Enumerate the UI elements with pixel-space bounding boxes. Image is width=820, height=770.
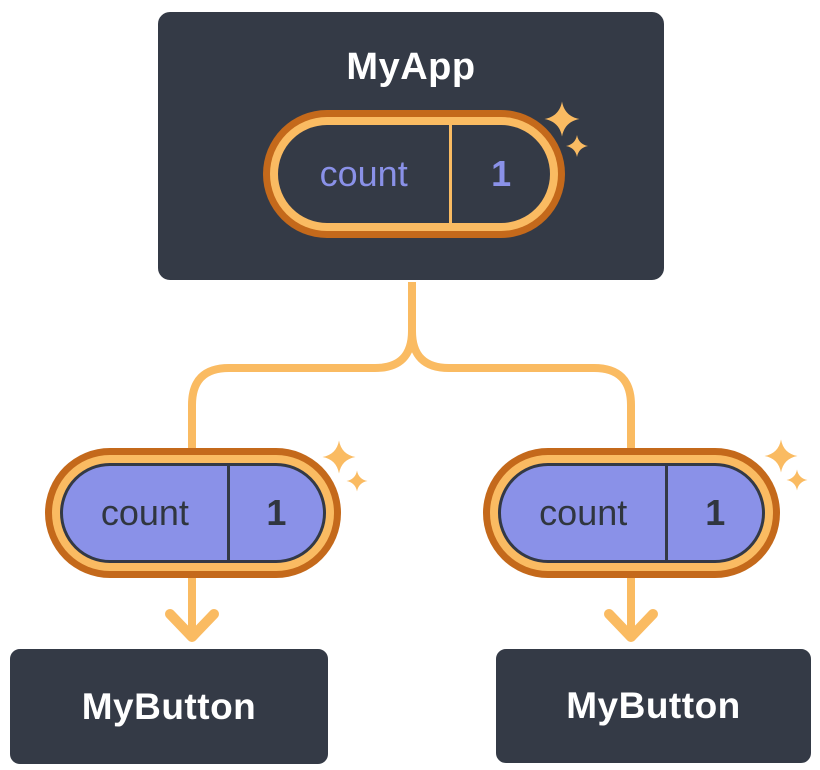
state-value: 1 xyxy=(266,492,287,533)
state-divider xyxy=(665,466,669,560)
child-component-title: MyButton xyxy=(81,685,257,727)
arrow-down-icon xyxy=(165,609,219,642)
state-label: count xyxy=(100,492,189,533)
state-pill-inner-ring: count 1 xyxy=(490,455,773,571)
state-pill-outer-ring: count 1 xyxy=(263,110,565,238)
child-state-pill-right: count 1 xyxy=(483,448,780,578)
state-value: 1 xyxy=(705,492,726,533)
arrow-down-icon xyxy=(604,609,658,642)
child-component-card-left: MyButton xyxy=(8,647,330,766)
state-pill-inner-ring: count 1 xyxy=(52,455,334,571)
root-component-title: MyApp xyxy=(346,46,476,88)
state-pill-outer-ring: count 1 xyxy=(483,448,780,578)
state-divider xyxy=(449,125,453,223)
connector-branch-right xyxy=(408,282,635,450)
state-pill-outer-ring: count 1 xyxy=(45,448,341,578)
state-label: count xyxy=(319,153,408,194)
state-value: 1 xyxy=(491,153,512,194)
child-component-card-right: MyButton xyxy=(494,647,813,765)
state-label: count xyxy=(539,492,628,533)
child-state-pill-left: count 1 xyxy=(45,448,341,578)
state-pill-inner-ring: count 1 xyxy=(270,117,558,231)
state-divider xyxy=(226,466,230,560)
connector-branch-left xyxy=(188,282,416,450)
child-component-title: MyButton xyxy=(566,685,741,726)
root-state-pill: count 1 xyxy=(263,110,565,238)
